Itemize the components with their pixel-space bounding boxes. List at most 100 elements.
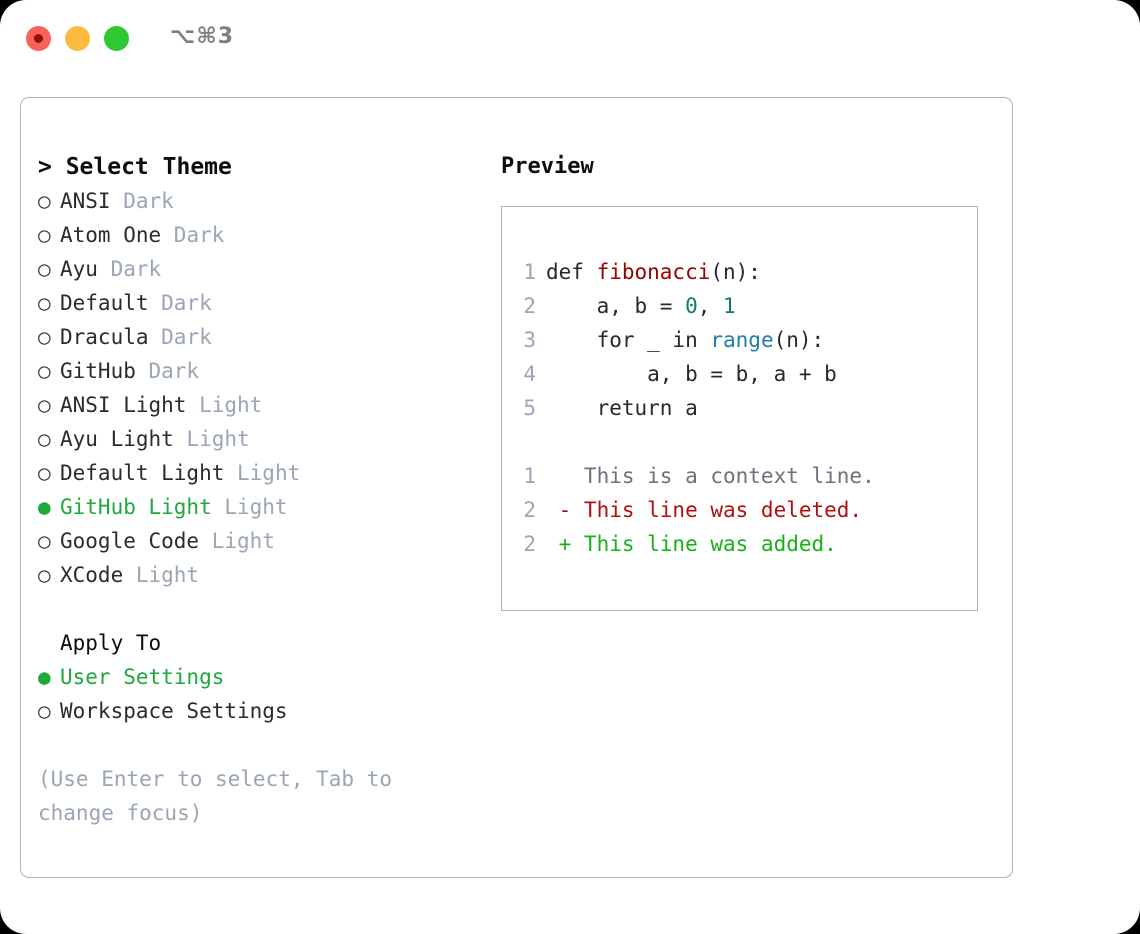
diff-line: 1 This is a context line. xyxy=(520,459,875,493)
theme-option-ayu-light[interactable]: ○ Ayu Light Light xyxy=(38,422,488,456)
window-controls xyxy=(26,26,129,51)
code-token: 0 xyxy=(685,294,698,318)
code-token: for _ in xyxy=(546,328,711,352)
theme-option-default-light[interactable]: ○ Default Light Light xyxy=(38,456,488,490)
theme-option-ayu[interactable]: ○ Ayu Dark xyxy=(38,252,488,286)
code-line: 5 return a xyxy=(520,391,875,425)
radio-unselected-icon: ○ xyxy=(38,189,51,213)
line-number: 3 xyxy=(523,328,536,352)
radio-unselected-icon: ○ xyxy=(38,359,51,383)
line-number: 1 xyxy=(523,464,536,488)
radio-unselected-icon: ○ xyxy=(38,529,51,553)
theme-option-variant-tag: Dark xyxy=(148,325,212,349)
code-line: 4 a, b = b, a + b xyxy=(520,357,875,391)
theme-option-github-light[interactable]: ●GitHub Light Light xyxy=(38,490,488,524)
code-line: 3 for _ in range(n): xyxy=(520,323,875,357)
theme-option-variant-tag: Dark xyxy=(97,257,162,281)
code-token: a, b = xyxy=(546,294,686,318)
keyboard-shortcut-label: ⌥⌘3 xyxy=(170,24,235,49)
theme-option-google-code[interactable]: ○ Google Code Light xyxy=(38,524,488,558)
theme-option-github[interactable]: ○ GitHub Dark xyxy=(38,354,488,388)
apply-to-option-workspace-settings[interactable]: ○ Workspace Settings xyxy=(38,694,488,728)
line-number: 4 xyxy=(523,362,536,386)
diff-text: This is a context line. xyxy=(546,464,875,488)
code-token: (n): xyxy=(773,328,825,352)
theme-picker-column: > Select Theme ○ANSI Dark○Atom One Dark○… xyxy=(38,150,488,830)
theme-option-label: Atom One xyxy=(60,223,162,247)
code-token: 1 xyxy=(723,294,736,318)
code-token: range xyxy=(710,328,774,352)
theme-option-variant-tag: Light xyxy=(123,563,200,587)
theme-option-label: GitHub Light xyxy=(60,495,212,519)
diff-text: + This line was added. xyxy=(546,532,837,556)
diff-line: 2 - This line was deleted. xyxy=(520,493,875,527)
theme-option-variant-tag: Dark xyxy=(110,189,174,213)
theme-option-variant-tag: Light xyxy=(186,393,263,417)
theme-option-dracula[interactable]: ○ Dracula Dark xyxy=(38,320,488,354)
theme-option-label: GitHub xyxy=(60,359,136,383)
minimize-button[interactable] xyxy=(65,26,90,51)
code-token: , xyxy=(697,294,724,318)
radio-unselected-icon: ○ xyxy=(38,563,51,587)
theme-option-variant-tag: Dark xyxy=(135,359,200,383)
apply-to-option-label: Workspace Settings xyxy=(60,699,288,723)
code-gap xyxy=(520,425,875,459)
line-number: 2 xyxy=(523,532,536,556)
radio-unselected-icon: ○ xyxy=(38,257,51,281)
line-number: 2 xyxy=(523,498,536,522)
theme-option-variant-tag: Dark xyxy=(148,291,212,315)
line-number: 1 xyxy=(523,260,536,284)
code-line: 1 def fibonacci(n): xyxy=(520,255,875,289)
radio-unselected-icon: ○ xyxy=(38,461,51,485)
radio-unselected-icon: ○ xyxy=(38,325,51,349)
theme-option-label: Ayu xyxy=(60,257,98,281)
theme-option-default[interactable]: ○ Default Dark xyxy=(38,286,488,320)
theme-option-label: XCode xyxy=(60,563,124,587)
theme-option-label: Ayu Light xyxy=(60,427,174,451)
theme-option-label: Dracula xyxy=(60,325,149,349)
keyboard-hint-text: (Use Enter to select, Tab to change focu… xyxy=(38,767,405,825)
title-bar: ⌥⌘3 xyxy=(0,0,1140,78)
theme-option-variant-tag: Light xyxy=(224,461,301,485)
theme-list[interactable]: ○ ANSI Dark ○ Atom One Dark ○ Ayu Dark ○ Defaul… xyxy=(38,184,488,592)
theme-option-label: Google Code xyxy=(60,529,200,553)
apply-to-header: Apply To xyxy=(60,631,162,655)
theme-option-label: ANSI Light xyxy=(60,393,187,417)
apply-to-option-user-settings[interactable]: ●User Settings xyxy=(38,660,488,694)
diff-line: 2 + This line was added. xyxy=(520,527,875,561)
radio-selected-icon: ● xyxy=(38,495,51,519)
radio-unselected-icon: ○ xyxy=(38,223,51,247)
code-token: a, b = b, a + b xyxy=(546,362,837,386)
theme-option-label: ANSI xyxy=(60,189,111,213)
theme-option-variant-tag: Dark xyxy=(161,223,225,247)
theme-option-xcode[interactable]: ○ XCode Light xyxy=(38,558,488,592)
diff-text: - This line was deleted. xyxy=(546,498,863,522)
zoom-button[interactable] xyxy=(104,26,129,51)
theme-option-label: Default xyxy=(60,291,149,315)
radio-unselected-icon: ○ xyxy=(38,699,51,723)
theme-option-ansi-light[interactable]: ○ ANSI Light Light xyxy=(38,388,488,422)
apply-to-option-label: User Settings xyxy=(60,665,225,689)
radio-unselected-icon: ○ xyxy=(38,393,51,417)
theme-option-label: Default Light xyxy=(60,461,225,485)
code-token: def xyxy=(546,260,597,284)
theme-option-variant-tag: Light xyxy=(173,427,250,451)
theme-option-variant-tag: Light xyxy=(199,529,275,553)
code-token: fibonacci xyxy=(596,260,711,284)
code-line: 2 a, b = 0, 1 xyxy=(520,289,875,323)
line-number: 2 xyxy=(523,294,536,318)
radio-unselected-icon: ○ xyxy=(38,291,51,315)
theme-option-atom-one[interactable]: ○ Atom One Dark xyxy=(38,218,488,252)
line-number: 5 xyxy=(523,396,536,420)
radio-unselected-icon: ○ xyxy=(38,427,51,451)
apply-to-list[interactable]: ●User Settings ○ Workspace Settings xyxy=(38,660,488,728)
code-token: return a xyxy=(546,396,698,420)
preview-title: Preview xyxy=(501,154,594,179)
theme-option-ansi[interactable]: ○ ANSI Dark xyxy=(38,184,488,218)
code-token: (n): xyxy=(710,260,761,284)
close-button[interactable] xyxy=(26,26,51,51)
